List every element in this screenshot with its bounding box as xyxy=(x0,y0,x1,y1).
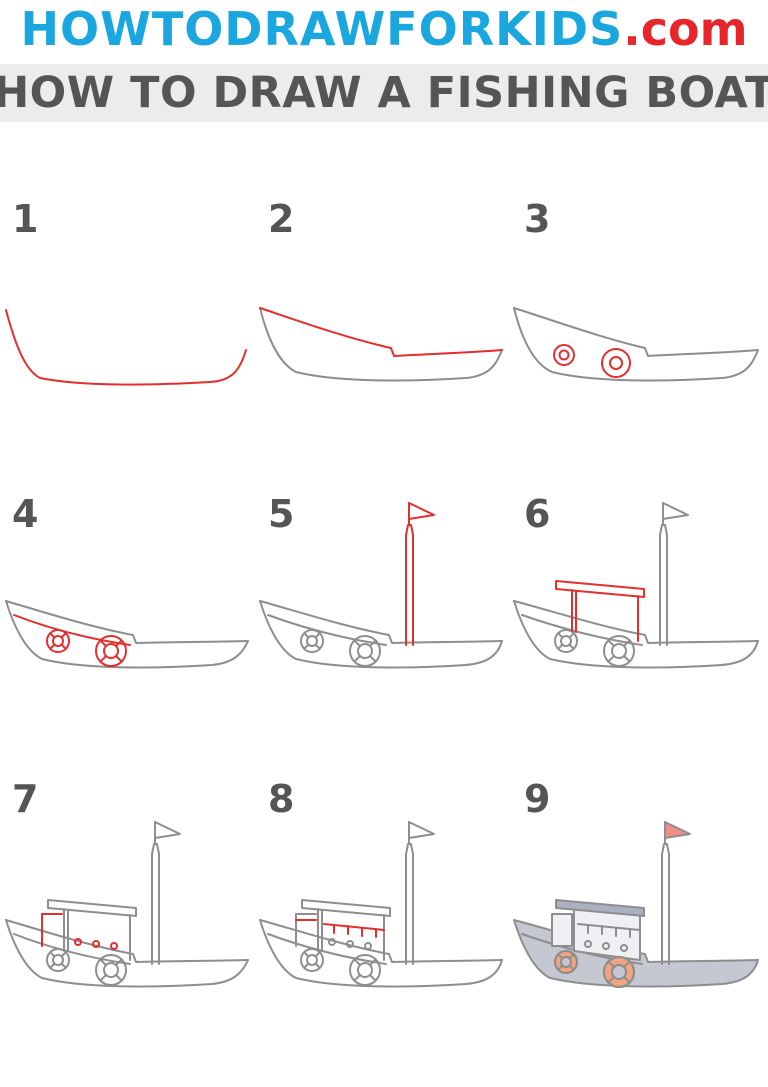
step-4: 4 xyxy=(0,495,256,785)
cabin-details xyxy=(41,913,118,950)
lifebuoy-icon xyxy=(46,629,70,653)
lifebuoy-icon xyxy=(603,956,635,988)
step-9-drawing xyxy=(513,821,759,988)
flag-icon xyxy=(408,502,435,520)
cabin xyxy=(295,899,391,961)
step-6-drawing xyxy=(513,502,759,669)
cabin xyxy=(551,899,645,961)
step-1-drawing xyxy=(5,309,247,386)
site-logo[interactable]: HOWTODRAWFORKIDS.com xyxy=(20,6,747,52)
step-2: 2 xyxy=(256,200,512,490)
step-number: 5 xyxy=(268,492,295,536)
lifebuoy-icon xyxy=(300,948,324,972)
lifebuoy-icon xyxy=(300,629,324,653)
step-8: 8 xyxy=(256,780,512,1070)
step-5-drawing xyxy=(259,502,503,669)
step-3-drawing xyxy=(513,307,759,382)
porthole-icon xyxy=(553,344,575,366)
lifebuoy-icon xyxy=(46,948,70,972)
mast xyxy=(659,502,668,646)
lifebuoy-icon xyxy=(95,635,127,667)
porthole-icon xyxy=(601,348,631,378)
mast xyxy=(151,821,160,965)
step-number: 9 xyxy=(524,777,551,821)
step-1: 1 xyxy=(0,200,256,490)
step-number: 8 xyxy=(268,777,295,821)
step-8-drawing xyxy=(259,821,503,988)
step-3: 3 xyxy=(512,200,768,490)
step-6: 6 xyxy=(512,495,768,785)
site-tld: .com xyxy=(623,2,748,56)
mast xyxy=(405,821,414,965)
step-number: 1 xyxy=(12,197,39,241)
lifebuoy-icon xyxy=(554,629,578,653)
step-7: 7 xyxy=(0,780,256,1070)
step-number: 2 xyxy=(268,197,295,241)
site-name: HOWTODRAWFORKIDS xyxy=(20,2,624,56)
lifebuoy-icon xyxy=(554,950,578,974)
flag-icon xyxy=(662,502,689,520)
step-number: 4 xyxy=(12,492,39,536)
step-2-drawing xyxy=(259,307,503,382)
mast xyxy=(405,502,414,646)
step-number: 3 xyxy=(524,197,551,241)
lifebuoy-icon xyxy=(95,954,127,986)
step-7-drawing xyxy=(5,821,249,988)
cabin-trim xyxy=(295,919,385,938)
step-number: 7 xyxy=(12,777,39,821)
step-number: 6 xyxy=(524,492,551,536)
step-4-drawing xyxy=(5,600,249,669)
flag-icon xyxy=(664,821,691,839)
page-title: HOW TO DRAW A FISHING BOAT xyxy=(0,67,768,118)
cabin xyxy=(47,899,137,961)
mast xyxy=(661,821,670,965)
title-bar: HOW TO DRAW A FISHING BOAT xyxy=(0,64,768,122)
flag-icon xyxy=(408,821,435,839)
step-5: 5 xyxy=(256,495,512,785)
site-header: HOWTODRAWFORKIDS.com xyxy=(0,0,768,58)
flag-icon xyxy=(154,821,181,839)
step-9: 9 xyxy=(512,780,768,1070)
cabin-roof xyxy=(555,580,645,642)
